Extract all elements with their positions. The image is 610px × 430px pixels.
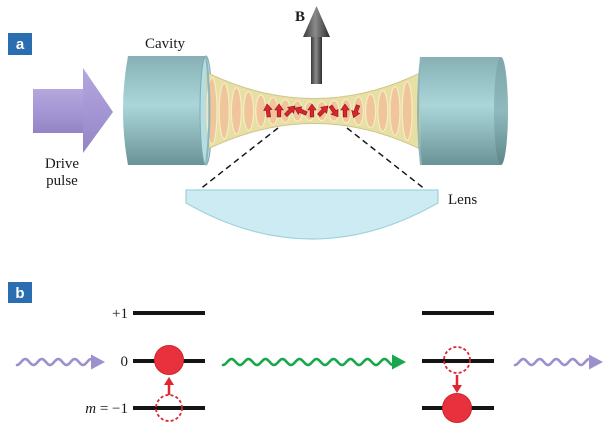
cavity-label: Cavity xyxy=(145,36,185,52)
magnetic-field-arrow xyxy=(303,6,330,84)
cavity-photon-arrow xyxy=(221,354,406,370)
field-arrow-head xyxy=(303,6,330,37)
drive-photon-in-wave xyxy=(15,357,94,367)
spin-arrow-shape xyxy=(307,103,317,118)
beam-mode-lobe xyxy=(243,91,255,131)
drive-pulse-shaft xyxy=(33,89,85,133)
spin-arrow xyxy=(263,103,273,118)
left-cavity-mirror xyxy=(123,55,213,166)
panel-b-badge-label: b xyxy=(15,285,24,302)
spin-arrow xyxy=(274,103,284,118)
lens xyxy=(185,189,439,240)
panel-b-badge xyxy=(8,282,32,303)
level-label-m-symbol: m xyxy=(85,401,96,417)
left-mirror-body xyxy=(123,56,205,165)
lens-projection-right xyxy=(346,127,427,191)
lens-projection-left xyxy=(198,127,279,191)
left-mirror-rim xyxy=(205,55,211,166)
level-label-zero: 0 xyxy=(121,354,129,370)
right-mirror-rim xyxy=(417,56,422,166)
field-arrow-shaft xyxy=(311,34,322,84)
panel-a-badge xyxy=(8,33,32,55)
drive-photon-out-wave xyxy=(513,357,592,367)
cavity-photon-arrowhead xyxy=(392,354,406,370)
spin-arrow xyxy=(284,105,296,117)
beam-mode-lobe xyxy=(401,81,413,141)
panel-b: b +1 0 m = −1 xyxy=(8,282,603,423)
beam-mode-lobe xyxy=(389,85,401,136)
cavity-beam xyxy=(206,71,421,150)
cavity-photon-wave xyxy=(221,357,395,367)
level-label-minus-one-value: = −1 xyxy=(96,401,128,417)
spin-arrow xyxy=(294,106,308,116)
level-label-plus-one: +1 xyxy=(112,306,128,322)
panel-a-badge-label: a xyxy=(16,36,25,53)
drive-pulse-label-line1: Drive xyxy=(45,156,79,172)
level-label-minus-one: m = −1 xyxy=(85,401,128,417)
atom-occupied-minus-one xyxy=(442,393,472,423)
spin-arrow-shape xyxy=(284,105,296,117)
transition-arrow-down-head xyxy=(452,385,462,393)
drive-photon-out-arrow xyxy=(513,354,603,370)
atomic-spins xyxy=(263,103,361,119)
field-label: B xyxy=(295,9,305,25)
atom-vacated-minus-one xyxy=(155,394,183,422)
atom-vacated-zero xyxy=(443,346,471,374)
beam-mode-lobe xyxy=(365,93,377,129)
beam-mode-lobe xyxy=(218,82,230,140)
right-cavity-mirror xyxy=(418,57,508,165)
drive-photon-in-arrowhead xyxy=(91,354,105,370)
lens-label: Lens xyxy=(448,192,477,208)
spin-arrow-shape xyxy=(294,106,308,116)
spin-arrow-shape xyxy=(340,103,350,118)
drive-pulse-arrow xyxy=(33,68,113,153)
beam-mode-lobe xyxy=(230,87,242,135)
level-diagram-before xyxy=(133,311,205,422)
beam-mode-lobe xyxy=(255,94,267,128)
spin-arrow xyxy=(317,105,329,117)
spin-arrow-shape xyxy=(274,103,284,118)
drive-photon-out-arrowhead xyxy=(589,354,603,370)
drive-pulse-label-line2: pulse xyxy=(46,173,78,189)
panel-a: a Drive pulse Cavity xyxy=(8,6,508,240)
drive-photon-in-arrow xyxy=(15,354,105,370)
spin-arrow-shape xyxy=(351,104,361,119)
spin-arrow xyxy=(307,103,317,118)
spin-arrow-shape xyxy=(317,105,329,117)
transition-arrow-up-head xyxy=(164,377,174,385)
spin-arrow xyxy=(351,104,361,119)
level-diagram-after xyxy=(422,311,494,423)
atom-occupied-zero xyxy=(154,345,184,375)
spin-arrow-shape xyxy=(263,103,273,118)
right-mirror-end-face xyxy=(494,57,508,165)
beam-mode-lobe xyxy=(377,90,389,132)
spin-arrow xyxy=(328,104,339,118)
photon-arrows xyxy=(15,354,603,370)
drive-pulse-head xyxy=(83,68,113,153)
right-mirror-body xyxy=(418,57,501,165)
spin-arrow xyxy=(340,103,350,118)
spin-arrow-shape xyxy=(328,104,339,118)
